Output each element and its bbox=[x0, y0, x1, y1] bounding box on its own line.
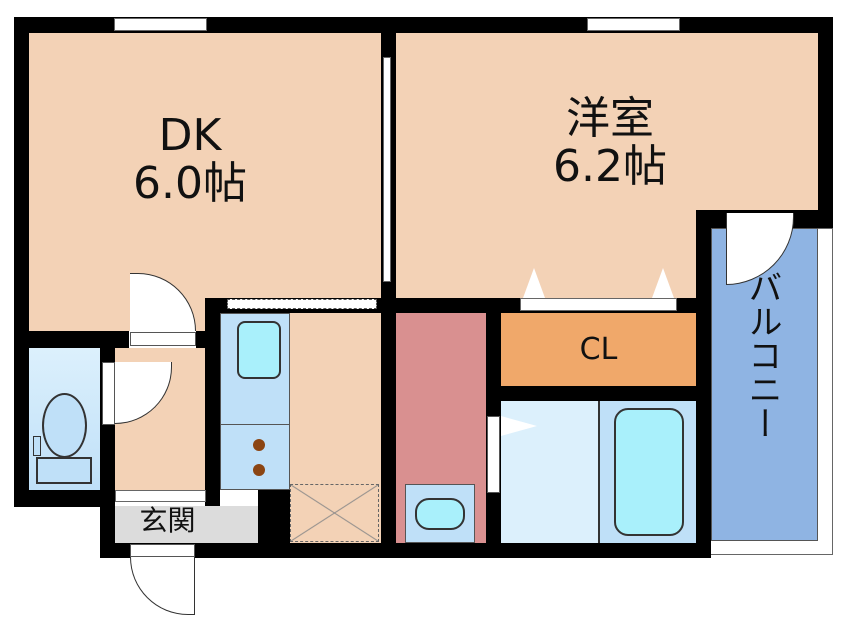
wall-closet-bath bbox=[486, 386, 711, 401]
kitchen-stove-divider bbox=[220, 424, 290, 425]
room-yoshitsu-name: 洋室 bbox=[566, 93, 654, 144]
wall-entrance-right bbox=[258, 490, 290, 558]
kitchen-sink bbox=[237, 321, 281, 379]
entrance-door[interactable] bbox=[130, 557, 195, 615]
wall-bottom-left bbox=[14, 490, 115, 507]
wall-hall-dk bbox=[196, 331, 220, 348]
outer-wall-right-upper bbox=[818, 17, 833, 229]
dk-door-frame bbox=[130, 332, 196, 346]
closet-door-hinge-right bbox=[652, 268, 674, 298]
closet-door[interactable] bbox=[520, 298, 677, 311]
washing-machine-drain bbox=[415, 498, 465, 530]
bathtub bbox=[614, 408, 684, 536]
room-dk-name: DK bbox=[158, 110, 222, 161]
wall-kitchen-laundry bbox=[381, 313, 396, 558]
stove-burner-2 bbox=[253, 464, 265, 476]
wall-bottom bbox=[100, 543, 711, 558]
room-dk bbox=[29, 33, 381, 331]
kitchen-top-partition bbox=[227, 299, 377, 309]
closet-door-hinge-left bbox=[523, 268, 545, 298]
stove-burner-1 bbox=[253, 439, 265, 451]
window-yoshitsu bbox=[587, 18, 680, 31]
entrance-floor bbox=[115, 506, 258, 543]
toilet-tank bbox=[36, 457, 92, 484]
washroom-door-swing bbox=[501, 416, 537, 436]
washroom-door[interactable] bbox=[487, 416, 500, 493]
room-yoshitsu-size: 6.2帖 bbox=[553, 141, 667, 193]
sliding-door-dk-yoshitsu[interactable] bbox=[383, 57, 391, 282]
wall-balcony-left bbox=[696, 210, 711, 555]
window-dk bbox=[114, 18, 207, 31]
balcony-label: バルコニー bbox=[742, 270, 782, 440]
toilet-paper-holder bbox=[33, 436, 41, 456]
entrance-door-frame bbox=[130, 544, 195, 557]
toilet-door[interactable] bbox=[102, 362, 115, 425]
closet-label: CL bbox=[579, 332, 618, 367]
entrance-label: 玄関 bbox=[139, 504, 196, 537]
closet bbox=[501, 313, 696, 386]
room-dk-size: 6.0帖 bbox=[133, 158, 247, 210]
room-yoshitsu-label: 洋室 6.2帖 bbox=[520, 93, 700, 193]
toilet-bowl bbox=[42, 393, 87, 458]
room-dk-label: DK 6.0帖 bbox=[110, 110, 270, 210]
wall-kitchen-left bbox=[205, 298, 220, 558]
entrance-step bbox=[115, 490, 206, 502]
refrigerator-space bbox=[290, 484, 379, 542]
outer-wall-left bbox=[14, 17, 29, 507]
